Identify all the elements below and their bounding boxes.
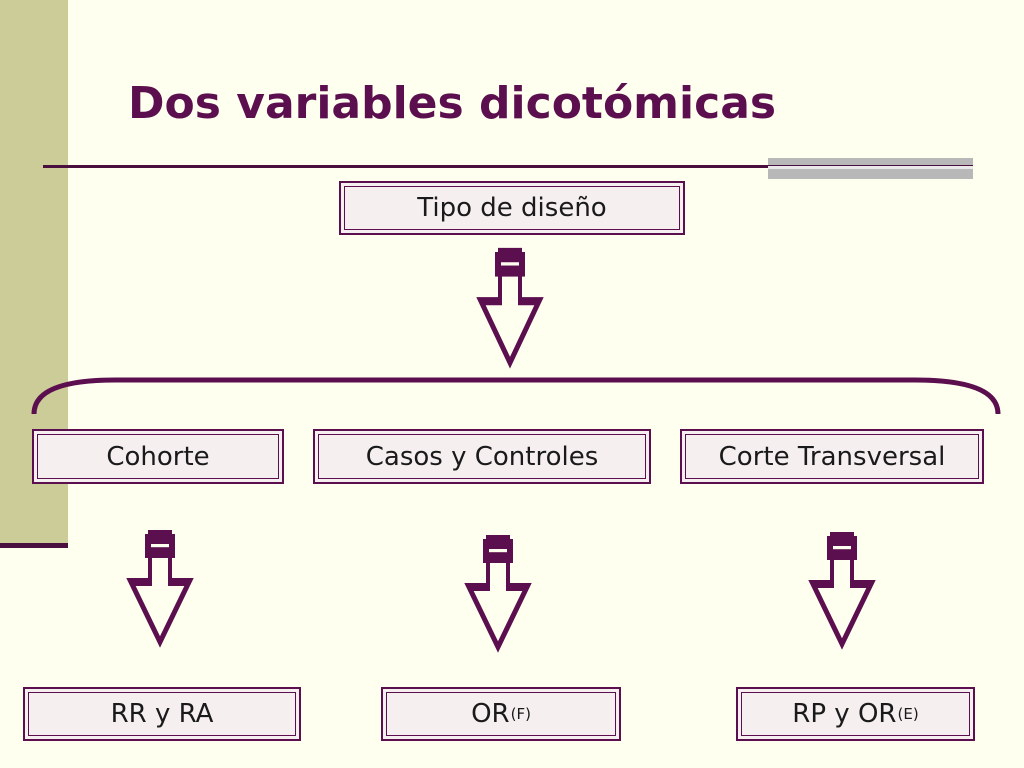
cohorte-arrow-icon	[131, 534, 189, 642]
measure-box-or-f: OR(F)	[381, 687, 621, 741]
side-bar-base	[0, 543, 68, 548]
slide-title: Dos variables dicotómicas	[128, 78, 777, 129]
top-arrow-icon	[481, 252, 539, 363]
design-box-casos-controles: Casos y Controles	[313, 429, 651, 484]
design-type-box: Tipo de diseño	[339, 181, 685, 235]
casos-arrow-icon	[469, 539, 527, 647]
title-rule	[43, 165, 973, 168]
measure-box-rp-or-e: RP y OR(E)	[736, 687, 975, 741]
rule-accent-line	[768, 166, 973, 169]
measure-label-or: OR	[471, 699, 510, 729]
measure-label-rr-ra: RR y RA	[110, 699, 214, 729]
measure-label-rp-or: RP y OR	[792, 699, 897, 729]
grouping-brace	[31, 377, 1001, 415]
measure-superscript-f: (F)	[510, 705, 531, 723]
corte-arrow-icon	[813, 536, 871, 644]
design-label-casos-controles: Casos y Controles	[365, 441, 599, 472]
design-type-label: Tipo de diseño	[417, 193, 607, 223]
design-box-cohorte: Cohorte	[32, 429, 284, 484]
measure-superscript-e: (E)	[897, 705, 919, 723]
design-box-corte-transversal: Corte Transversal	[680, 429, 984, 484]
design-label-corte-transversal: Corte Transversal	[718, 441, 946, 472]
measure-box-rr-ra: RR y RA	[23, 687, 301, 741]
design-label-cohorte: Cohorte	[106, 441, 210, 472]
